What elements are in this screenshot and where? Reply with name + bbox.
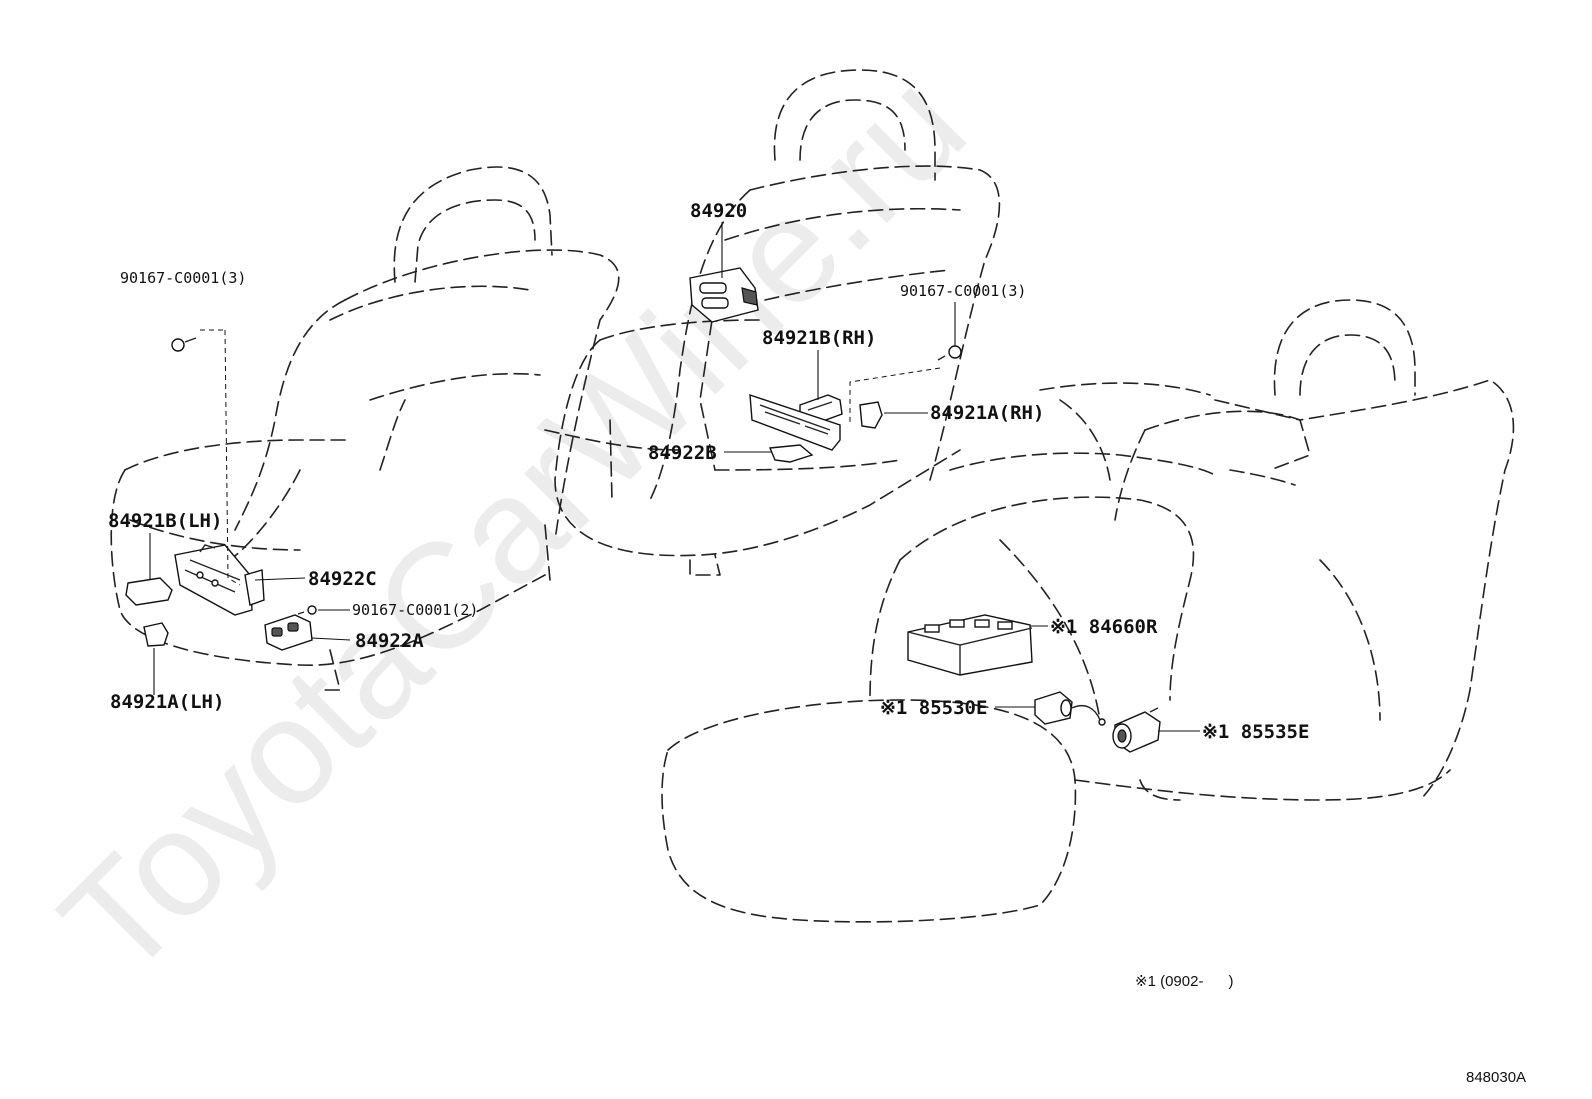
part-84921b-lh [125, 577, 173, 606]
label-84922c: 84922C [308, 568, 377, 590]
part-84920 [689, 267, 759, 323]
part-84922a [264, 614, 313, 651]
part-85535e [1112, 707, 1161, 753]
bolt-lh-top [171, 337, 197, 352]
footnote: ※1 (0902- ) [1135, 973, 1233, 990]
label-90167-lh-top: 90167-C0001(3) [120, 269, 246, 287]
screw-mid [297, 605, 317, 615]
label-90167-rh-top: 90167-C0001(3) [900, 282, 1026, 300]
label-84921b-lh: 84921B(LH) [108, 510, 222, 532]
front-seat-right [544, 69, 1001, 576]
label-84921a-rh: 84921A(RH) [930, 402, 1044, 424]
label-85535e: ※1 85535E [1202, 721, 1309, 743]
bolt-rh [937, 345, 962, 361]
label-84921a-lh: 84921A(LH) [110, 691, 224, 713]
part-84922b [749, 394, 841, 463]
front-seat-left [110, 166, 620, 691]
label-84920: 84920 [690, 200, 747, 222]
label-90167-mid: 90167-C0001(2) [352, 601, 478, 619]
leader-lines [149, 222, 1200, 732]
label-84922b: 84922B [648, 442, 717, 464]
label-84922a: 84922A [355, 630, 424, 652]
part-84660r [907, 614, 1033, 676]
rear-seat [661, 299, 1515, 923]
label-85530e: ※1 85530E [880, 697, 987, 719]
diagram-code: 848030A [1466, 1069, 1526, 1086]
part-85530e [1034, 691, 1106, 726]
part-84921a-rh [859, 401, 883, 429]
part-84922c [174, 544, 265, 616]
part-84921a-lh [143, 622, 169, 647]
label-84660r: ※1 84660R [1050, 616, 1158, 638]
label-84921b-rh: 84921B(RH) [762, 327, 876, 349]
